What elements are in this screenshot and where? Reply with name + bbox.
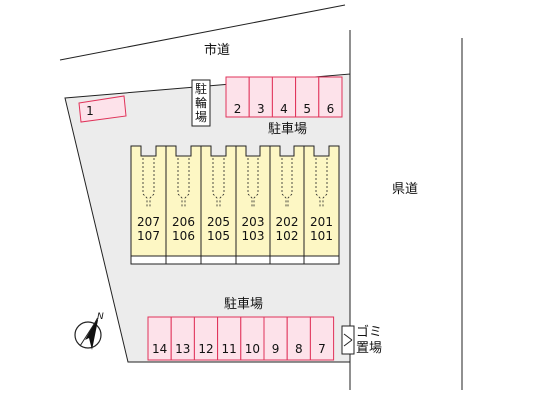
unit-206: 206: [172, 215, 195, 229]
garbage-area-door: [343, 333, 353, 341]
parking-space-13: 13: [175, 342, 191, 356]
unit-stair-dash: [247, 158, 253, 208]
bicycle-parking-label: 駐輪場: [194, 82, 208, 124]
unit-105: 105: [207, 229, 230, 243]
city-road-line: [59, 4, 346, 61]
parking-space-11: 11: [221, 342, 237, 356]
unit-stair-dash: [287, 158, 293, 208]
unit-205: 205: [207, 215, 230, 229]
unit-stair-dash: [149, 158, 155, 208]
parking-space-8: 8: [294, 342, 303, 356]
bicycle-parking-text: 駐輪場: [194, 82, 207, 124]
parking-space-5: 5: [303, 102, 311, 116]
parking-space-1-box: [78, 95, 127, 123]
unit-stair-dash: [212, 158, 218, 208]
unit-stair-dash: [281, 158, 287, 208]
parking-space-12: 12: [198, 342, 214, 356]
parking-space-14: 14: [151, 342, 168, 356]
unit-stair-dash: [177, 158, 183, 208]
upper-parking-label: 駐車場: [268, 122, 308, 137]
parking-space-7-box: [309, 316, 335, 361]
bicycle-parking-box: [191, 79, 211, 127]
parking-space-10: 10: [244, 342, 261, 356]
unit-101: 101: [310, 229, 333, 243]
unit-stair-dash: [322, 158, 328, 208]
apartment-building: [130, 145, 340, 265]
parking-space-3: 3: [256, 102, 265, 116]
north-arrow-icon: [74, 317, 102, 350]
garbage-area-label-line2: 置場: [356, 341, 383, 356]
unit-202: 202: [275, 215, 299, 229]
garbage-area-box: [341, 325, 355, 355]
unit-stair-dash: [142, 158, 148, 208]
unit-106: 106: [172, 229, 195, 243]
parking-space-2: 2: [233, 102, 242, 116]
unit-stair-dash: [253, 158, 259, 208]
unit-stair-dash: [315, 158, 321, 208]
compass-north-label: N: [97, 312, 104, 322]
lower-parking-row: [147, 316, 335, 361]
unit-207: 207: [137, 215, 160, 229]
parking-space-6-box: [318, 76, 343, 118]
unit-201: 201: [310, 215, 333, 229]
parking-space-1: 1: [86, 104, 94, 118]
building-walkway: [130, 255, 340, 265]
unit-stair-dash: [184, 158, 190, 208]
garbage-area-door-2: [343, 339, 353, 347]
unit-stair-dash: [219, 158, 225, 208]
upper-parking-row: [225, 76, 343, 118]
lower-parking-label: 駐車場: [224, 297, 264, 312]
city-road-label: 市道: [204, 43, 231, 58]
parking-space-7: 7: [318, 342, 326, 356]
prefectural-road-label: 県道: [392, 182, 419, 197]
parking-space-9: 9: [271, 342, 280, 356]
unit-103: 103: [241, 229, 265, 243]
garbage-area-label-line1: ゴミ: [356, 325, 383, 340]
unit-102: 102: [275, 229, 299, 243]
unit-107: 107: [137, 229, 160, 243]
parking-space-6: 6: [326, 102, 335, 116]
unit-203: 203: [241, 215, 265, 229]
parking-space-4: 4: [280, 102, 288, 116]
